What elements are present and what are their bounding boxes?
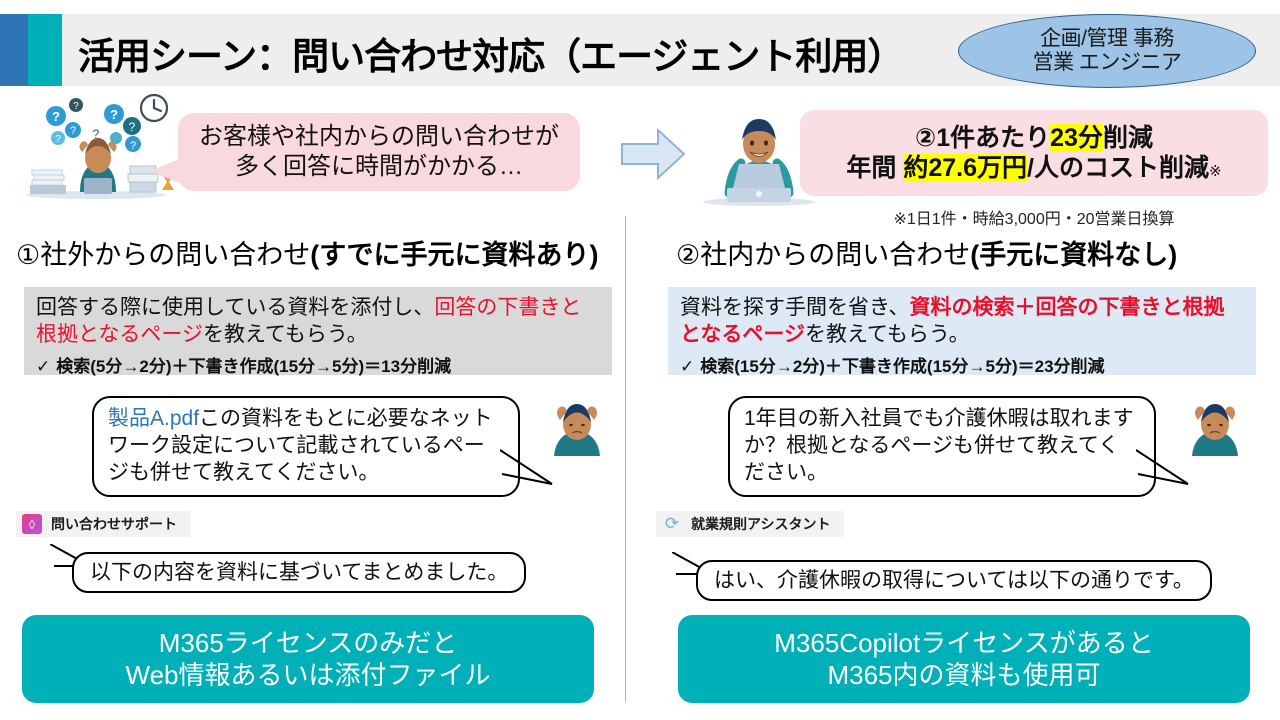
result-line2-prefix: 年間 — [846, 154, 904, 182]
column-heading-left-bold: (すでに手元に資料あり) — [310, 240, 599, 270]
user-bubble-tail-right — [1136, 448, 1192, 488]
column-heading-left-plain: ①社外からの問い合わせ — [16, 240, 311, 270]
svg-text:?: ? — [55, 134, 61, 145]
desc-left-check-text: 検索(5分→2分)＋下書き作成(15分→5分)＝13分削減 — [56, 356, 452, 376]
desc-right-part2: 資料の検索＋回答の下書きと根拠となるページ — [680, 296, 1225, 346]
copilot-agent-icon: ◊ — [22, 514, 42, 534]
problem-bubble-line2: 多く回答に時間がかかる… — [235, 153, 523, 180]
svg-text:?: ? — [93, 127, 100, 141]
description-check-right: ✓検索(15分→2分)＋下書き作成(15分→5分)＝23分削減 — [680, 352, 1244, 377]
description-text-right: 資料を探す手間を省き、資料の検索＋回答の下書きと根拠となるページを教えてもらう。 — [680, 295, 1244, 349]
agent-chip-right[interactable]: ⟳ 就業規則アシスタント — [656, 511, 845, 537]
result-footnote: ※1日1件・時給3,000円・20営業日換算 — [893, 211, 1175, 228]
result-line1-suffix: 削減 — [1102, 124, 1153, 152]
column-heading-right: ②社内からの問い合わせ(手元に資料なし) — [676, 233, 1177, 272]
desc-left-part1: 回答する際に使用している資料を添付し、 — [36, 296, 435, 319]
problem-bubble-line1: お客様や社内からの問い合わせが — [199, 123, 559, 150]
result-line-1: ②1件あたり23分削減 — [915, 123, 1153, 153]
attached-file-name-left[interactable]: 製品A.pdf — [108, 407, 200, 430]
page-title: 活用シーン：問い合わせ対応（エージェント利用） — [78, 36, 904, 77]
svg-text:?: ? — [110, 107, 118, 122]
role-badge-line2: 営業 エンジニア — [1032, 51, 1182, 74]
user-question-bubble-left: 製品A.pdfこの資料をもとに必要なネットワーク設定について記載されているページ… — [92, 396, 520, 497]
agent-answer-bubble-right: はい、介護休暇の取得については以下の通りです。 — [696, 560, 1212, 602]
right-block-arrow-icon — [620, 126, 686, 182]
description-text-left: 回答する際に使用している資料を添付し、回答の下書きと根拠となるページを教えてもら… — [36, 295, 600, 349]
result-line2-highlight: 約27.6万円 — [903, 154, 1028, 182]
user-question-text-left: この資料をもとに必要なネットワーク設定について記載されているページも併せて教えて… — [108, 407, 493, 484]
desc-left-part3: を教えてもらう。 — [202, 322, 368, 346]
result-line1-prefix: ②1件あたり — [915, 124, 1051, 152]
result-box: ②1件あたり23分削減 年間 約27.6万円/人のコスト削減※ — [800, 110, 1268, 196]
result-line-2: 年間 約27.6万円/人のコスト削減※ — [846, 153, 1222, 183]
desc-right-part1: 資料を探す手間を省き、 — [680, 296, 910, 319]
user-question-bubble-right: 1年目の新入社員でも介護休暇は取れますか？根拠となるページも併せて教えてください… — [728, 396, 1156, 497]
agent-answer-bubble-left: 以下の内容を資料に基づいてまとめました。 — [72, 552, 527, 594]
description-box-left: 回答する際に使用している資料を添付し、回答の下書きと根拠となるページを教えてもら… — [24, 287, 612, 377]
desc-right-part3: を教えてもらう。 — [804, 322, 970, 346]
svg-text:?: ? — [130, 140, 136, 152]
frustrated-person-illustration: ? ? ? ? ? ? ? ? — [18, 92, 178, 202]
desc-left-part2: 回答の下書きと根拠となるページ — [36, 296, 582, 346]
check-icon: ✓ — [680, 356, 695, 376]
svg-text:?: ? — [52, 109, 60, 124]
user-avatar-left — [548, 398, 606, 456]
title-accent-blue — [0, 14, 28, 86]
description-check-left: ✓検索(5分→2分)＋下書き作成(15分→5分)＝13分削減 — [36, 352, 600, 377]
column-heading-left: ①社外からの問い合わせ(すでに手元に資料あり) — [16, 233, 598, 272]
problem-bubble-tail — [150, 158, 182, 184]
footer-box-left: M365ライセンスのみだと Web情報あるいは添付ファイル — [22, 615, 594, 703]
desc-right-check-text: 検索(15分→2分)＋下書き作成(15分→5分)＝23分削減 — [700, 356, 1105, 376]
svg-text:?: ? — [70, 125, 76, 137]
description-box-right: 資料を探す手間を省き、資料の検索＋回答の下書きと根拠となるページを教えてもらう。… — [668, 287, 1256, 377]
agent-chip-left[interactable]: ◊ 問い合わせサポート — [16, 511, 191, 537]
user-avatar-right — [1186, 398, 1244, 456]
result-line2-suffix: /人のコスト削減 — [1027, 154, 1209, 182]
user-question-text-right: 1年目の新入社員でも介護休暇は取れますか？根拠となるページも併せて教えてください… — [744, 407, 1134, 484]
column-heading-right-plain: ②社内からの問い合わせ — [676, 240, 971, 270]
agent-name-right: 就業規則アシスタント — [691, 516, 831, 532]
role-badge-line1: 企画/管理 事務 — [1040, 27, 1174, 51]
result-line2-mark: ※ — [1209, 163, 1222, 180]
problem-bubble: お客様や社内からの問い合わせが 多く回答に時間がかかる… — [178, 113, 580, 191]
agent-name-left: 問い合わせサポート — [51, 516, 177, 532]
role-badge: 企画/管理 事務 営業 エンジニア — [958, 14, 1256, 88]
column-heading-right-bold: (手元に資料なし) — [970, 240, 1178, 270]
svg-text:?: ? — [129, 120, 136, 134]
user-bubble-tail-left — [500, 448, 556, 488]
footer-left-line2: Web情報あるいは添付ファイル — [125, 660, 491, 690]
column-divider — [625, 216, 626, 702]
title-accent-teal — [28, 14, 62, 86]
check-icon: ✓ — [36, 356, 51, 376]
footer-box-right: M365Copilotライセンスがあると M365内の資料も使用可 — [678, 615, 1250, 703]
refresh-circle-icon: ⟳ — [664, 514, 680, 533]
footer-right-line2: M365内の資料も使用可 — [827, 660, 1101, 690]
footer-left-line1: M365ライセンスのみだと — [158, 627, 458, 658]
svg-text:?: ? — [73, 101, 79, 112]
result-line1-highlight: 23分 — [1050, 124, 1103, 152]
footer-right-line1: M365Copilotライセンスがあると — [774, 627, 1154, 658]
happy-person-laptop-illustration — [695, 102, 823, 210]
